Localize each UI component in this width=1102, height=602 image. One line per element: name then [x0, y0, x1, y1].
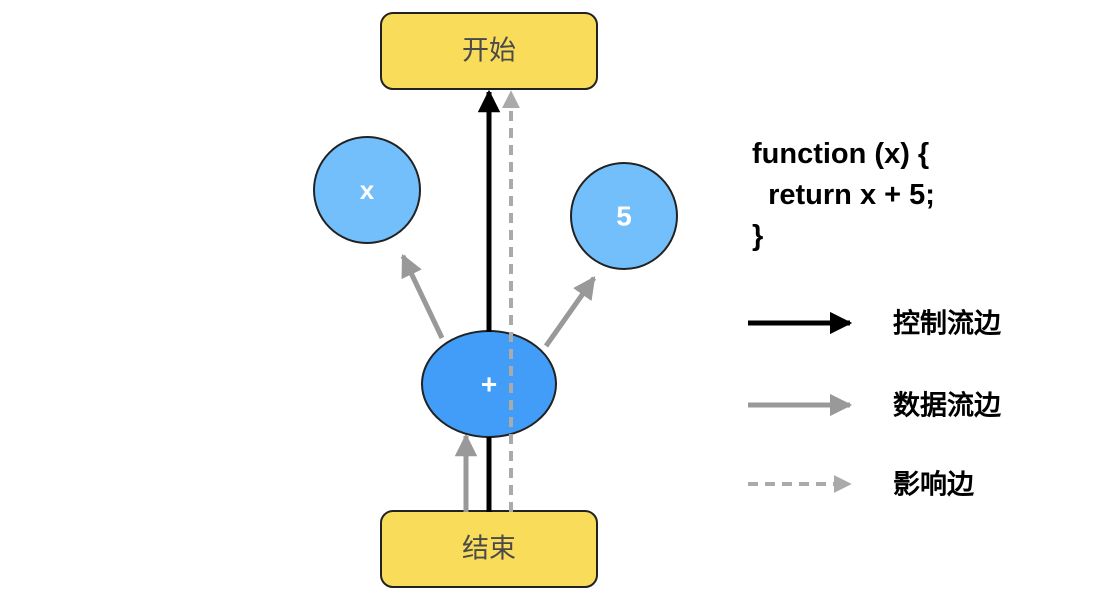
legend-data-label: 数据流边	[893, 391, 1002, 422]
legend-effect-label: 影响边	[893, 469, 975, 501]
plus-label: +	[481, 368, 497, 399]
data-edge-plus-to-x	[400, 253, 445, 340]
legend-control-label: 控制流边	[893, 309, 1002, 340]
const-node: 5	[570, 162, 678, 270]
end-node: 结束	[380, 510, 598, 588]
start-box	[380, 12, 598, 90]
data-edge-plus-to-5	[543, 276, 597, 348]
legend-data-flow: 数据流边	[748, 391, 1002, 422]
legend-effect: 影响边	[748, 469, 975, 501]
legend-control-flow: 控制流边	[748, 309, 1002, 340]
const-label: 5	[616, 200, 632, 231]
start-label: 开始	[462, 36, 516, 67]
start-node: 开始	[380, 12, 598, 90]
code-line-3: }	[752, 220, 763, 252]
legend: 控制流边 数据流边 影响边	[748, 309, 1002, 501]
end-label: 结束	[462, 534, 516, 565]
x-label: x	[360, 175, 375, 205]
plus-node: +	[421, 330, 557, 438]
code-line-2: return x + 5;	[752, 179, 935, 211]
code-snippet: function (x) { return x + 5; }	[752, 138, 935, 252]
code-line-1: function (x) {	[752, 138, 929, 170]
x-node: x	[313, 136, 421, 244]
x-node-circle	[313, 136, 421, 244]
const-node-circle	[570, 162, 678, 270]
